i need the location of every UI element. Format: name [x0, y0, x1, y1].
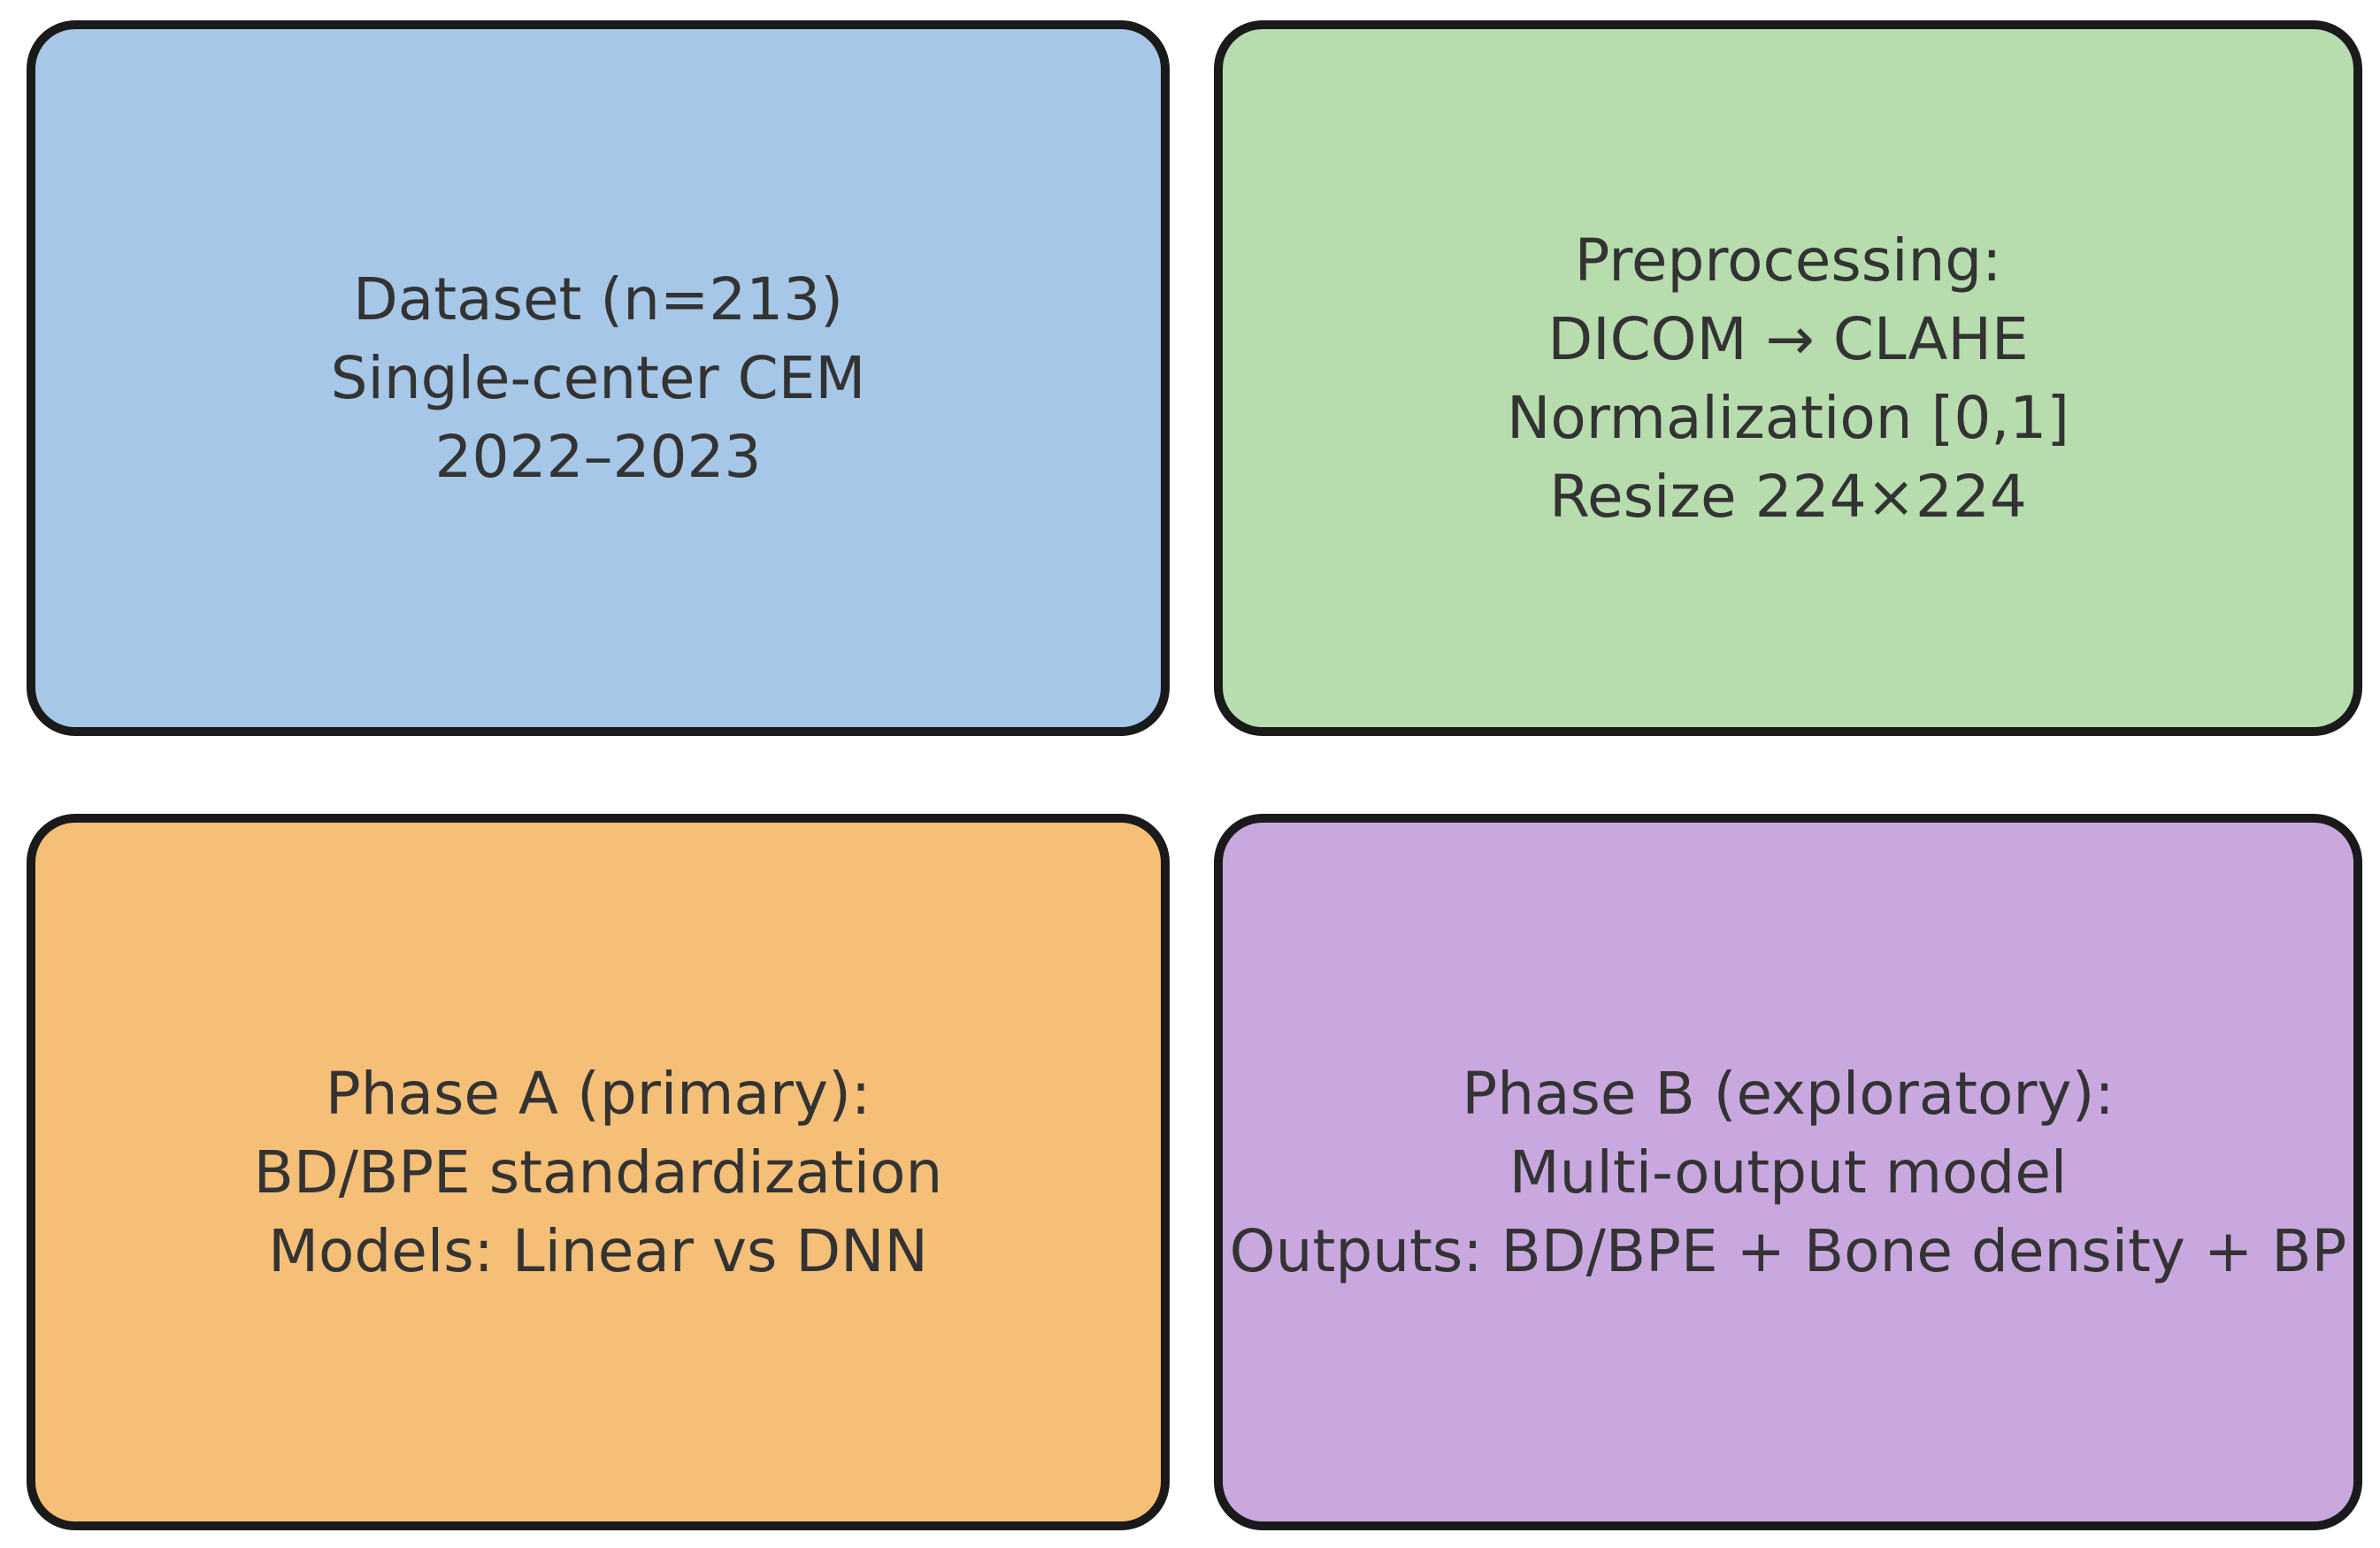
phase-b-box: Phase B (exploratory): Multi-output mode… [1214, 814, 2362, 1530]
phase-b-box-line: Phase B (exploratory): [1462, 1059, 2115, 1128]
preprocessing-box-line: Preprocessing: [1574, 226, 2002, 295]
phase-a-box-line: Models: Linear vs DNN [268, 1216, 928, 1285]
dataset-box-line: Single-center CEM [330, 344, 866, 412]
preprocessing-box: Preprocessing: DICOM → CLAHE Normalizati… [1214, 20, 2362, 736]
dataset-box: Dataset (n=213) Single-center CEM 2022–2… [27, 20, 1170, 736]
preprocessing-box-line: Resize 224×224 [1549, 462, 2027, 531]
phase-b-box-line: Multi-output model [1509, 1138, 2068, 1207]
dataset-box-line: Dataset (n=213) [352, 265, 844, 333]
phase-a-box-line: BD/BPE standardization [253, 1138, 943, 1207]
preprocessing-box-line: Normalization [0,1] [1506, 383, 2070, 452]
phase-b-box-line: Outputs: BD/BPE + Bone density + BP [1229, 1216, 2347, 1285]
dataset-box-line: 2022–2023 [434, 423, 762, 491]
preprocessing-box-line: DICOM → CLAHE [1547, 304, 2029, 373]
phase-a-box-line: Phase A (primary): [325, 1059, 871, 1128]
phase-a-box: Phase A (primary): BD/BPE standardizatio… [27, 814, 1170, 1530]
